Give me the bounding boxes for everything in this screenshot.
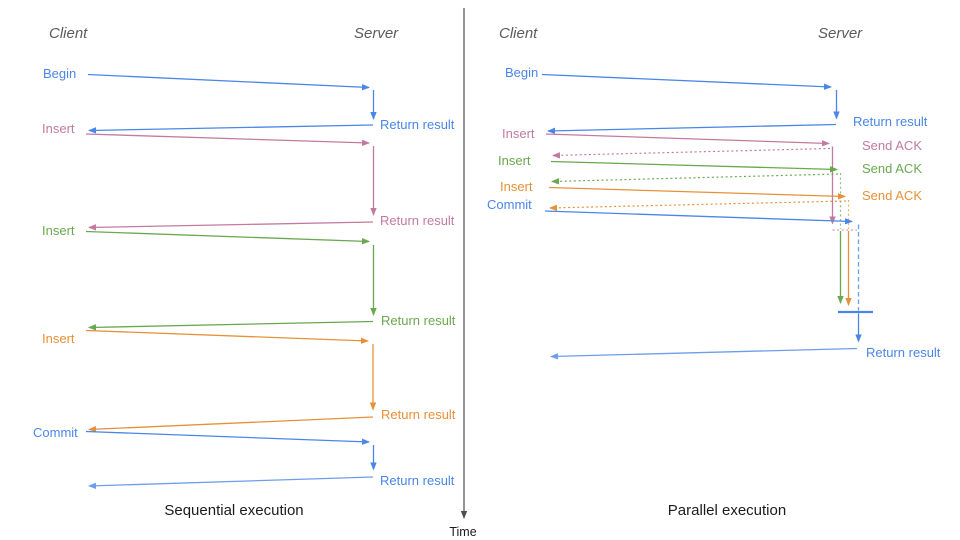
par-insert3-ack-label: Send ACK xyxy=(862,188,922,203)
par-commit-request-arrow xyxy=(544,210,853,225)
seq-insert3-return-label: Return result xyxy=(381,407,456,422)
seq-insert3-return-arrow xyxy=(88,416,374,433)
parallel-title: Parallel execution xyxy=(668,502,786,519)
par-commit-return-arrow xyxy=(550,347,858,360)
seq-insert1-request-arrow xyxy=(85,133,370,146)
par-commit-label: Commit xyxy=(487,197,532,212)
seq-insert2-request-arrow xyxy=(85,230,370,245)
seq-insert1-return-arrow xyxy=(88,221,374,231)
seq-begin-label: Begin xyxy=(43,66,76,81)
seq-insert2-return-arrow xyxy=(88,320,374,331)
par-begin-request-arrow xyxy=(541,73,832,90)
seq-insert1-return-label: Return result xyxy=(380,213,455,228)
seq-begin-return-label: Return result xyxy=(380,117,455,132)
par-insert1-request-arrow xyxy=(545,133,830,147)
seq-commit-label: Commit xyxy=(33,425,78,440)
par-begin-label: Begin xyxy=(505,65,538,80)
par-insert2-label: Insert xyxy=(498,153,531,168)
seq-commit-return-label: Return result xyxy=(380,473,455,488)
par-insert2-ack-label: Send ACK xyxy=(862,161,922,176)
par-client-header: Client xyxy=(499,25,538,42)
par-insert2-request-arrow xyxy=(550,160,838,173)
sequential-title: Sequential execution xyxy=(164,502,303,519)
par-begin-return-label: Return result xyxy=(853,114,928,129)
time-axis-label: Time xyxy=(449,525,476,539)
seq-begin-request-arrow xyxy=(87,73,370,91)
par-insert1-label: Insert xyxy=(502,126,535,141)
sequential-diagram: Client Server Begin Return result Insert… xyxy=(33,25,456,519)
seq-server-header: Server xyxy=(354,25,399,42)
par-begin-return-arrow xyxy=(547,123,837,135)
seq-insert2-label: Insert xyxy=(42,223,75,238)
parallel-diagram: Client Server Begin Return result Insert… xyxy=(487,25,941,519)
par-insert3-request-arrow xyxy=(548,186,846,200)
seq-insert3-request-arrow xyxy=(85,329,369,344)
par-server-header: Server xyxy=(818,25,863,42)
par-insert1-ack-label: Send ACK xyxy=(862,138,922,153)
par-commit-return-label: Return result xyxy=(866,345,941,360)
seq-begin-return-arrow xyxy=(88,124,374,134)
seq-insert2-return-label: Return result xyxy=(381,313,456,328)
par-insert2-ack-arrow xyxy=(551,173,839,185)
par-insert1-ack-arrow xyxy=(552,147,831,159)
par-insert3-label: Insert xyxy=(500,179,533,194)
seq-commit-request-arrow xyxy=(85,430,370,445)
seq-client-header: Client xyxy=(49,25,88,42)
seq-insert1-label: Insert xyxy=(42,121,75,136)
seq-commit-return-arrow xyxy=(88,476,374,489)
seq-insert3-label: Insert xyxy=(42,331,75,346)
par-insert3-ack-arrow xyxy=(549,200,847,212)
